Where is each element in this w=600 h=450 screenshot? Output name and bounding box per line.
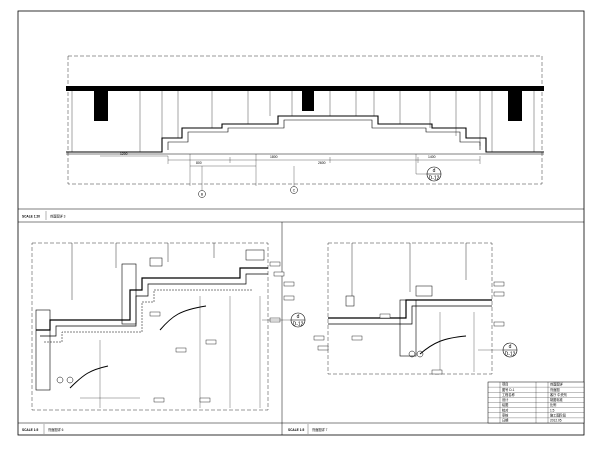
bl-joist-2: [35, 309, 51, 391]
title-block-cell-right: 比例: [550, 402, 556, 407]
bl-cove-curve-2: [69, 365, 109, 389]
callout-br-number: d: [509, 344, 512, 350]
title-block-cell-left: 绘图: [502, 402, 508, 407]
sheet-border: [17, 10, 585, 436]
beam-band: [66, 86, 544, 91]
title-block-cell-left: 工程名称: [502, 392, 516, 397]
bl-fixture-2: [245, 249, 265, 261]
bl-view-title: 剂面图详 6: [48, 427, 64, 432]
callout-br-sheet: D-12: [505, 352, 516, 358]
title-block-cell-right: 剂面图: [550, 387, 560, 392]
title-block-cell-left: 设计: [502, 397, 509, 402]
title-block-cell-left: 图号 D-1: [502, 387, 515, 392]
bl-hanger-rods: [71, 243, 215, 300]
svg-text:2600: 2600: [318, 161, 326, 165]
title-block-cell-right: 2012.05: [550, 419, 562, 423]
bl-light-fixtures: [56, 376, 74, 384]
br-fixture-2: [415, 285, 433, 297]
bl-dimension-lines: [80, 296, 261, 408]
bottom-right-detail-view: d D-12: [313, 242, 518, 375]
br-profile-outer: [328, 299, 492, 319]
title-block-cell-left: 校对: [502, 407, 509, 412]
title-block-cell-left: 项目: [502, 383, 508, 387]
grid-bubble-right: [290, 186, 298, 194]
top-view-frame: [67, 55, 543, 185]
callout-top-number: d: [433, 168, 436, 174]
br-scale-label: SCALE 1:5: [288, 428, 305, 432]
br-hanger-rods: [351, 243, 467, 300]
grid-bubble-right-label: C: [293, 189, 296, 193]
grid-bubble-left-label: B: [201, 193, 204, 197]
grid-bubble-left: [198, 190, 206, 198]
title-block-cell-right: 1:5: [550, 408, 555, 412]
title-block-cell-right: 制图标准: [550, 397, 564, 402]
bl-tag-boxes: [149, 261, 295, 403]
svg-text:800: 800: [196, 161, 202, 165]
bl-profile-inner: [40, 273, 268, 337]
bl-view-frame: [31, 242, 269, 411]
title-block-cell-left: 审核: [502, 412, 509, 417]
bl-joist-1: [121, 263, 137, 325]
bl-scale-label: SCALE 1:5: [22, 428, 39, 432]
top-view-title: 剂面图详 3: [50, 214, 66, 219]
svg-text:1200: 1200: [120, 152, 128, 156]
svg-text:1400: 1400: [428, 155, 436, 159]
top-dimensions: [100, 154, 481, 186]
title-block-cell-right: 剂面图详: [550, 382, 564, 387]
column-center: [302, 91, 314, 111]
svg-text:1800: 1800: [270, 155, 278, 159]
br-profile-inner: [328, 305, 492, 325]
bl-fixture-1: [149, 257, 163, 267]
callout-bl-sheet: D-12: [293, 322, 304, 328]
title-block-cell-right: 施工图阶段: [550, 412, 567, 417]
top-scale-label: SCALE 1:20: [22, 215, 40, 219]
bottom-left-detail-view: d D-12: [31, 242, 306, 411]
br-view-title: 剂面图详 7: [312, 427, 328, 432]
ceiling-profile-outer: [66, 115, 544, 153]
br-tag-boxes: [313, 281, 505, 375]
ceiling-profile-inner: [167, 119, 481, 150]
title-block-cell-left: 日期: [502, 418, 508, 423]
hanger-rods: [71, 91, 535, 152]
br-dimension-lines: [439, 312, 475, 372]
bl-profile-finish: [44, 289, 252, 343]
callout-bl-number: d: [297, 314, 300, 320]
br-joist: [399, 299, 417, 357]
br-fixture-1: [345, 295, 355, 307]
title-block-cell-right: 客厅 中央剂: [550, 392, 567, 397]
br-light-fixtures: [408, 350, 424, 358]
top-elevation-view: 1200 800 1800 2600 1400 B C d D-12: [66, 55, 544, 198]
callout-top-sheet: D-12: [429, 176, 440, 182]
column-left: [94, 91, 108, 121]
column-right: [508, 91, 522, 121]
top-dim-labels: 1200 800 1800 2600 1400: [120, 152, 436, 165]
